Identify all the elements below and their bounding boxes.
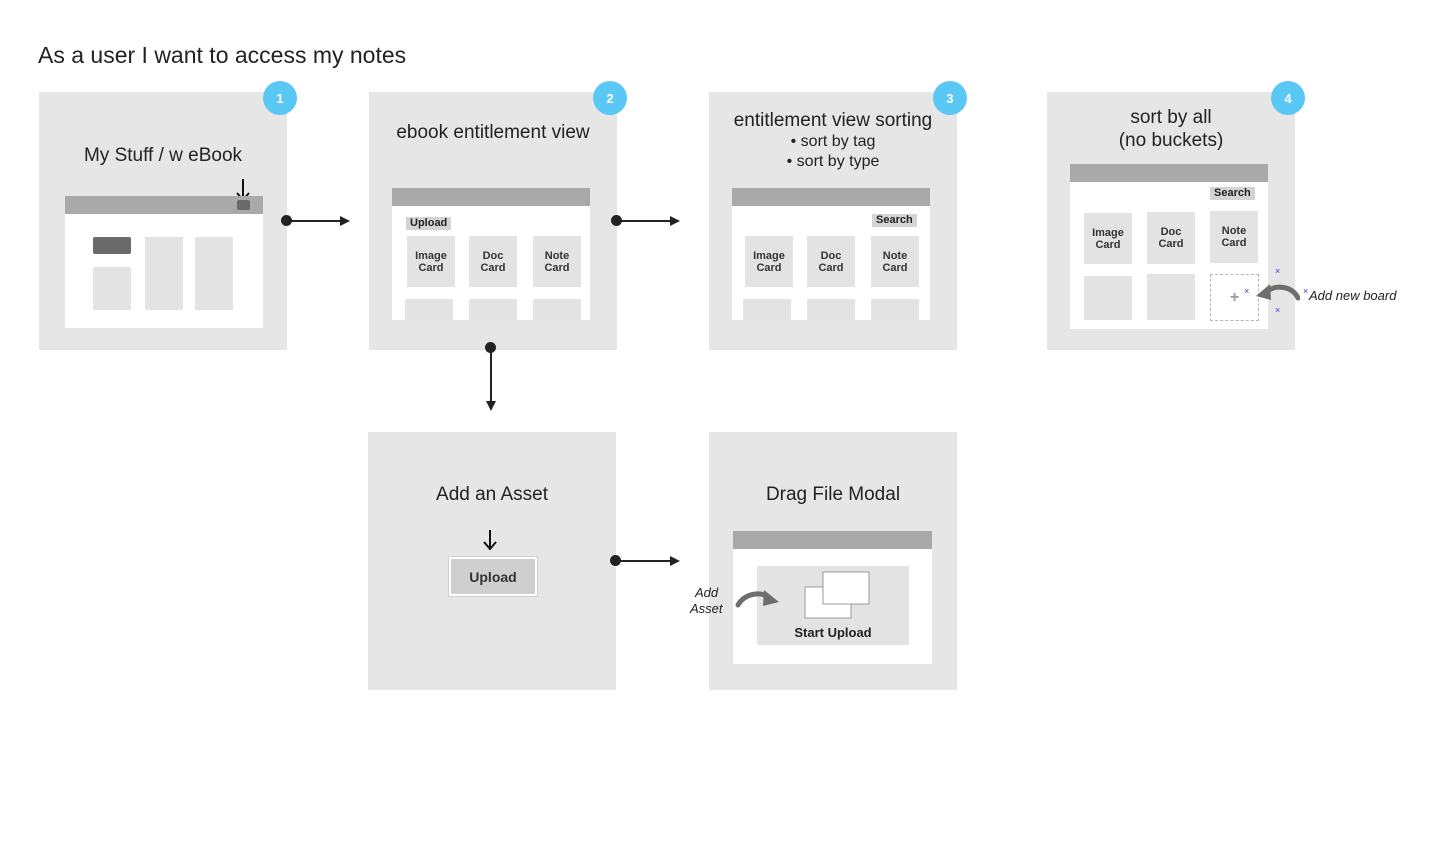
- screen-header-bar: [1070, 164, 1268, 182]
- add-new-board-annotation: Add new board: [1309, 288, 1397, 303]
- doc-card: Doc Card: [1147, 212, 1195, 264]
- add-asset-annotation-line1: Add: [695, 585, 719, 600]
- step-badge-1: 1: [263, 81, 297, 115]
- card-placeholder: [405, 299, 453, 320]
- step-4-panel: sort by all (no buckets) Search Image Ca…: [1047, 92, 1295, 350]
- step-1-panel: My Stuff / w eBook: [39, 92, 287, 350]
- connector-start-dot: [281, 215, 292, 226]
- card-placeholder: [469, 299, 517, 320]
- step-4-title-line2: (no buckets): [1118, 130, 1224, 151]
- connector-arrowhead: [670, 556, 680, 566]
- add-asset-panel: Add an Asset Upload: [368, 432, 616, 690]
- connector-arrowhead: [340, 216, 350, 226]
- connector-start-dot: [485, 342, 496, 353]
- screen-header-bar: [732, 188, 930, 206]
- selection-handle-x: ×: [1244, 286, 1250, 296]
- image-card: Image Card: [1084, 213, 1132, 264]
- content-block: [145, 237, 183, 310]
- connector-line: [287, 220, 342, 222]
- screen-header-bar: [392, 188, 590, 206]
- card-placeholder: [871, 299, 919, 320]
- doc-card: Doc Card: [469, 236, 517, 287]
- card-placeholder: [807, 299, 855, 320]
- card-placeholder: [1084, 276, 1132, 320]
- step-2-panel: ebook entitlement view Upload Image Card…: [369, 92, 617, 350]
- selection-handle-x: ×: [1303, 286, 1309, 296]
- card-placeholder: [743, 299, 791, 320]
- selection-handle-x: ×: [1275, 266, 1281, 276]
- drag-file-modal-panel: Drag File Modal Start Upload: [709, 432, 957, 690]
- step-2-screen: Upload Image Card Doc Card Note Card: [392, 188, 590, 320]
- step-1-screen: [65, 196, 263, 328]
- step-2-title: ebook entitlement view: [396, 122, 590, 143]
- plus-icon: +: [1229, 288, 1240, 306]
- step-badge-3: 3: [933, 81, 967, 115]
- image-card: Image Card: [745, 236, 793, 287]
- step-3-title: entitlement view sorting: [733, 110, 933, 131]
- modal-header-bar: [733, 531, 932, 549]
- drag-file-modal-screen: Start Upload: [733, 531, 932, 664]
- ebook-button: [237, 200, 250, 210]
- start-upload-label: Start Upload: [794, 625, 872, 640]
- search-tag: Search: [872, 214, 917, 227]
- step-4-title-line1: sort by all: [1130, 107, 1212, 128]
- sort-by-type-bullet: • sort by type: [786, 153, 880, 170]
- search-tag: Search: [1210, 187, 1255, 200]
- curved-arrow-icon: [1256, 284, 1300, 301]
- content-block: [195, 237, 233, 310]
- selection-handle-x: ×: [1275, 305, 1281, 315]
- note-card: Note Card: [871, 236, 919, 287]
- drag-file-modal-title: Drag File Modal: [765, 484, 901, 505]
- sort-by-tag-bullet: • sort by tag: [790, 133, 876, 150]
- connector-arrowhead: [670, 216, 680, 226]
- curved-arrow-icon: [735, 590, 779, 608]
- doc-card: Doc Card: [807, 236, 855, 287]
- step-badge-4: 4: [1271, 81, 1305, 115]
- add-asset-title: Add an Asset: [436, 484, 548, 505]
- screen-header-bar: [65, 196, 263, 214]
- file-stack-icon: [804, 571, 870, 619]
- step-3-screen: Search Image Card Doc Card Note Card: [732, 188, 930, 320]
- step-badge-2: 2: [593, 81, 627, 115]
- upload-tag: Upload: [406, 217, 452, 230]
- selected-block: [93, 237, 131, 254]
- card-placeholder: [533, 299, 581, 320]
- connector-line: [490, 348, 492, 402]
- step-1-title: My Stuff / w eBook: [83, 145, 243, 166]
- connector-start-dot: [611, 215, 622, 226]
- connector-line: [616, 560, 672, 562]
- note-card: Note Card: [533, 236, 581, 287]
- step-4-screen: Search Image Card Doc Card Note Card +: [1070, 164, 1268, 329]
- connector-line: [617, 220, 672, 222]
- content-block: [93, 267, 131, 310]
- upload-button[interactable]: Upload: [449, 557, 537, 596]
- connector-arrowhead: [486, 401, 496, 411]
- page-title: As a user I want to access my notes: [38, 42, 407, 68]
- down-arrow-icon: [483, 530, 497, 551]
- connector-start-dot: [610, 555, 621, 566]
- drop-zone[interactable]: Start Upload: [757, 566, 909, 645]
- card-placeholder: [1147, 274, 1195, 320]
- image-card: Image Card: [407, 236, 455, 287]
- add-asset-annotation-line2: Asset: [690, 601, 723, 616]
- step-3-panel: entitlement view sorting • sort by tag •…: [709, 92, 957, 350]
- add-new-board-slot[interactable]: +: [1210, 274, 1259, 321]
- note-card: Note Card: [1210, 211, 1258, 263]
